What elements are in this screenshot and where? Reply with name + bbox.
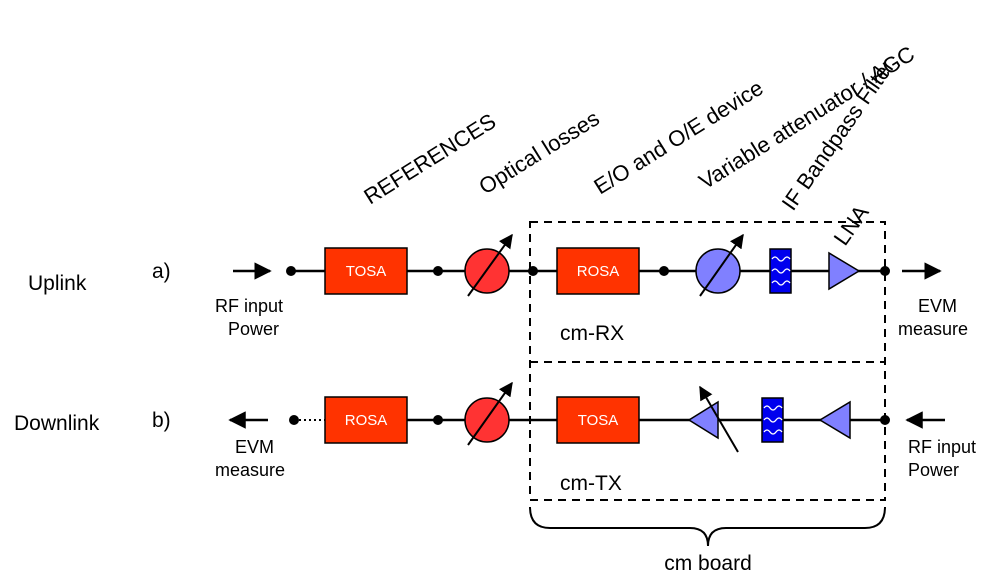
uplink-tag: a) [152,260,171,283]
downlink-tosa-block: TOSA [556,396,640,444]
header-eo-oe-device: E/O and O/E device [589,75,767,199]
uplink-node [433,266,443,276]
header-references: REFERENCES [359,108,500,209]
downlink-output-line2: measure [215,460,285,480]
uplink-lna-icon [828,251,861,291]
uplink-node [880,266,890,276]
downlink-input-line2: Power [908,460,959,480]
cm-board-outline [529,221,886,501]
downlink-label: Downlink [14,412,100,435]
uplink-output-line1: EVM [918,296,957,316]
uplink-rosa-label: ROSA [577,263,620,280]
uplink-variable-attenuator-icon [695,233,744,297]
uplink-node [659,266,669,276]
downlink-node [289,415,299,425]
cm-board-label: cm board [664,552,752,575]
header-lna: LNA [829,200,874,250]
uplink-bandpass-filter-icon [769,248,792,294]
uplink-label: Uplink [28,272,87,295]
uplink-node [528,266,538,276]
uplink-node [286,266,296,276]
downlink-tosa-label: TOSA [578,412,619,429]
uplink-input-line1: RF input [215,296,283,316]
downlink-node [880,415,890,425]
uplink-input-line2: Power [228,319,279,339]
downlink-agc-amplifier-icon [687,385,739,453]
uplink-tosa-block: TOSA [324,247,408,295]
downlink-optical-attenuator-icon [464,381,513,446]
uplink-output-line2: measure [898,319,968,339]
uplink-optical-attenuator-icon [464,233,513,297]
uplink-row: Uplink a) RF input Power TOSA ROSA [28,233,968,345]
downlink-tag: b) [152,409,171,432]
downlink-lna-icon [818,400,851,440]
downlink-row: Downlink b) EVM measure ROSA TOSA [14,381,976,495]
cm-board-brace [529,506,886,547]
uplink-rosa-block: ROSA [556,247,640,295]
downlink-rosa-block: ROSA [324,396,408,444]
downlink-rosa-label: ROSA [345,412,388,429]
uplink-module-label: cm-RX [560,322,624,345]
downlink-node [433,415,443,425]
downlink-input-line1: RF input [908,437,976,457]
downlink-bandpass-filter-icon [761,397,784,443]
uplink-tosa-label: TOSA [346,263,387,280]
downlink-module-label: cm-TX [560,472,622,495]
downlink-output-line1: EVM [235,437,274,457]
